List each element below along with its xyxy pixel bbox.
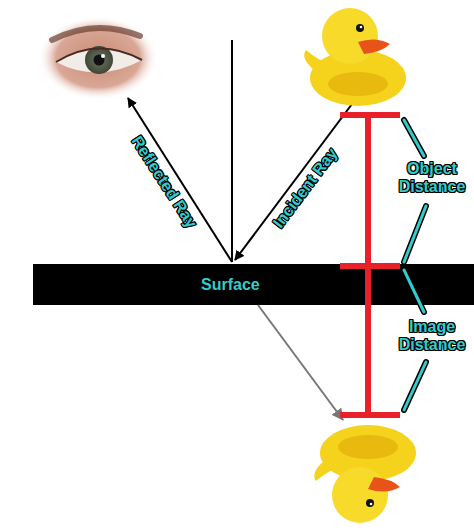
normal-line — [231, 40, 233, 262]
distance-bar — [340, 115, 400, 415]
incident-ray — [235, 100, 355, 260]
ray-label: Reflected Ray — [127, 133, 200, 232]
duck-image — [314, 425, 416, 523]
surface-label: Surface — [201, 276, 260, 294]
duck-object — [304, 8, 406, 106]
distance-label: Image Distance — [394, 318, 470, 355]
distance-label: Object Distance — [394, 160, 470, 197]
reflected-ray — [128, 98, 232, 262]
eye-picture — [38, 16, 158, 100]
ray-label: Incident Ray — [270, 145, 342, 232]
virtual-ray — [258, 305, 343, 420]
surface-node: Surface — [33, 264, 474, 305]
